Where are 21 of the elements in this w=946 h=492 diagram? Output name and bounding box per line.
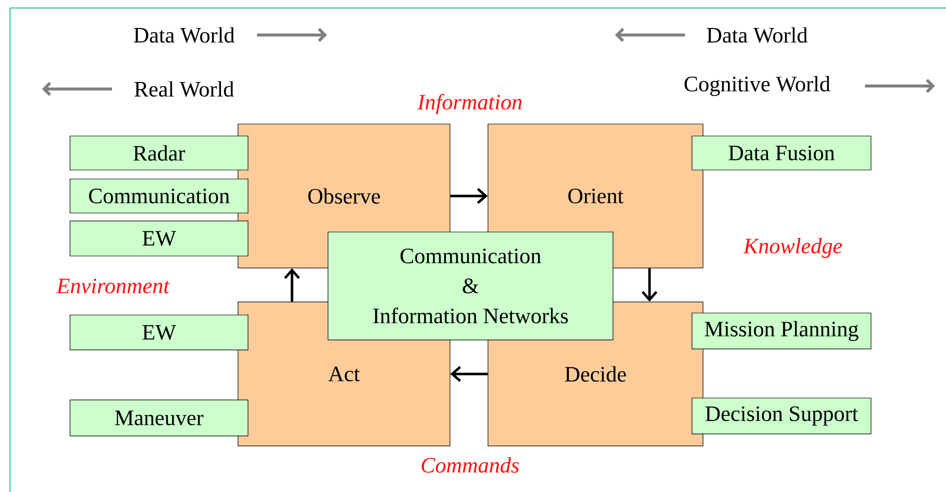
flow-label: Commands — [422, 457, 519, 473]
flow-label: Information — [417, 94, 522, 114]
arrow — [284, 268, 300, 302]
function-box: Decision Support — [692, 398, 872, 434]
region-label: Cognitive World — [684, 76, 830, 96]
function-box: EW — [70, 220, 248, 256]
function-box: Maneuver — [70, 400, 248, 436]
flow-label: Environment — [56, 278, 170, 294]
region-label: Real World — [134, 81, 234, 97]
flow-label: Knowledge — [743, 238, 842, 258]
function-box: Communication — [70, 178, 248, 214]
arrow — [642, 268, 658, 302]
function-box: Radar — [70, 136, 248, 170]
network-box: Communication & Information Networks — [328, 232, 614, 340]
function-box: EW — [70, 314, 248, 350]
arrow — [450, 366, 488, 382]
arrow — [450, 188, 488, 204]
region-label: Data World — [134, 27, 234, 43]
function-box: Mission Planning — [692, 312, 872, 350]
function-box: Data Fusion — [692, 136, 872, 170]
region-label: Data World — [706, 27, 808, 43]
